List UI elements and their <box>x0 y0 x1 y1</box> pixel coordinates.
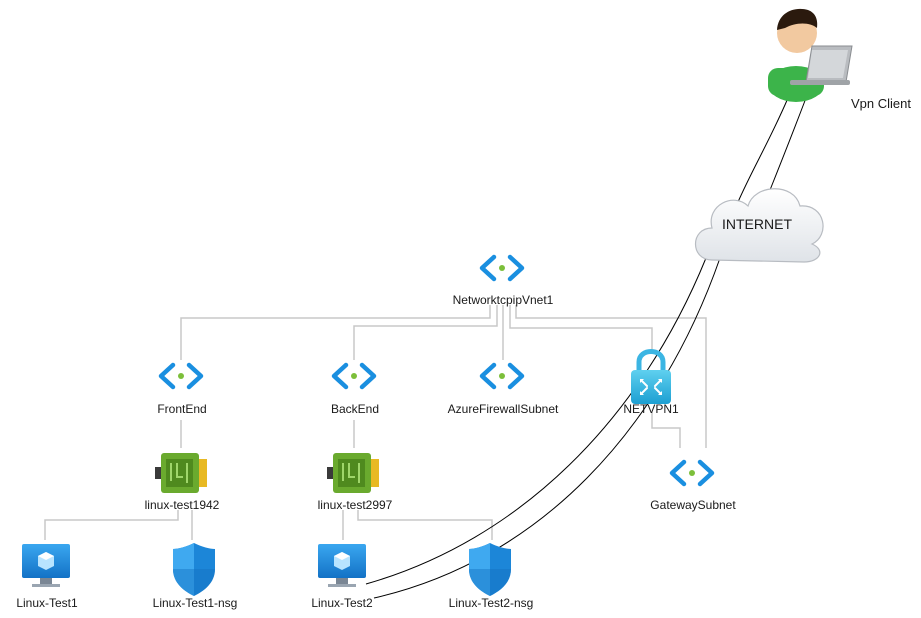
connector-vnet-gateway <box>515 305 707 448</box>
connector-vnet-frontend <box>180 305 491 360</box>
firewall-subnet-icon <box>482 365 522 387</box>
frontend-label: FrontEnd <box>157 402 207 416</box>
nic2-label: linux-test2997 <box>317 498 393 512</box>
connector-nic1-vm1 <box>44 510 179 540</box>
vpn-client-label: Vpn Client <box>851 96 911 111</box>
vpn-link-internet-vm-a <box>365 257 707 585</box>
connector-vnet-netvpn <box>509 305 653 350</box>
vpn-link-client-internet-a <box>737 97 789 203</box>
nsg2-label: Linux-Test2-nsg <box>448 596 534 610</box>
virtual-machine-icon <box>22 544 70 587</box>
shield-icon <box>469 543 511 596</box>
frontend-subnet-icon <box>161 365 201 387</box>
connector-nic2-nsg2 <box>357 510 493 540</box>
cloud-icon <box>695 188 824 263</box>
netvpn-label: NETVPN1 <box>623 402 679 416</box>
backend-label: BackEnd <box>330 402 380 416</box>
vnet-label: NetworktcpipVnet1 <box>452 293 554 307</box>
connector-netvpn-gateway <box>651 412 681 448</box>
gateway-subnet-label: GatewaySubnet <box>650 498 736 512</box>
nsg1-label: Linux-Test1-nsg <box>152 596 238 610</box>
network-interface-icon <box>155 453 207 493</box>
connector-vnet-backend <box>353 305 498 360</box>
virtual-network-icon <box>482 257 522 279</box>
vpn-link <box>365 97 807 599</box>
vpn-link-client-internet-b <box>769 97 807 191</box>
vm2-label: Linux-Test2 <box>311 596 373 610</box>
vm1-label: Linux-Test1 <box>16 596 78 610</box>
backend-subnet-icon <box>334 365 374 387</box>
firewall-subnet-label: AzureFirewallSubnet <box>447 402 559 416</box>
shield-icon <box>173 543 215 596</box>
network-interface-icon <box>327 453 379 493</box>
vpn-link-internet-vm-b <box>373 257 721 599</box>
internet-label: INTERNET <box>722 216 792 232</box>
user-laptop-icon <box>768 8 853 102</box>
nic1-label: linux-test1942 <box>144 498 220 512</box>
gateway-subnet-icon <box>672 462 712 484</box>
virtual-machine-icon <box>318 544 366 587</box>
connectors <box>44 305 707 540</box>
vpn-gateway-icon <box>631 349 671 404</box>
